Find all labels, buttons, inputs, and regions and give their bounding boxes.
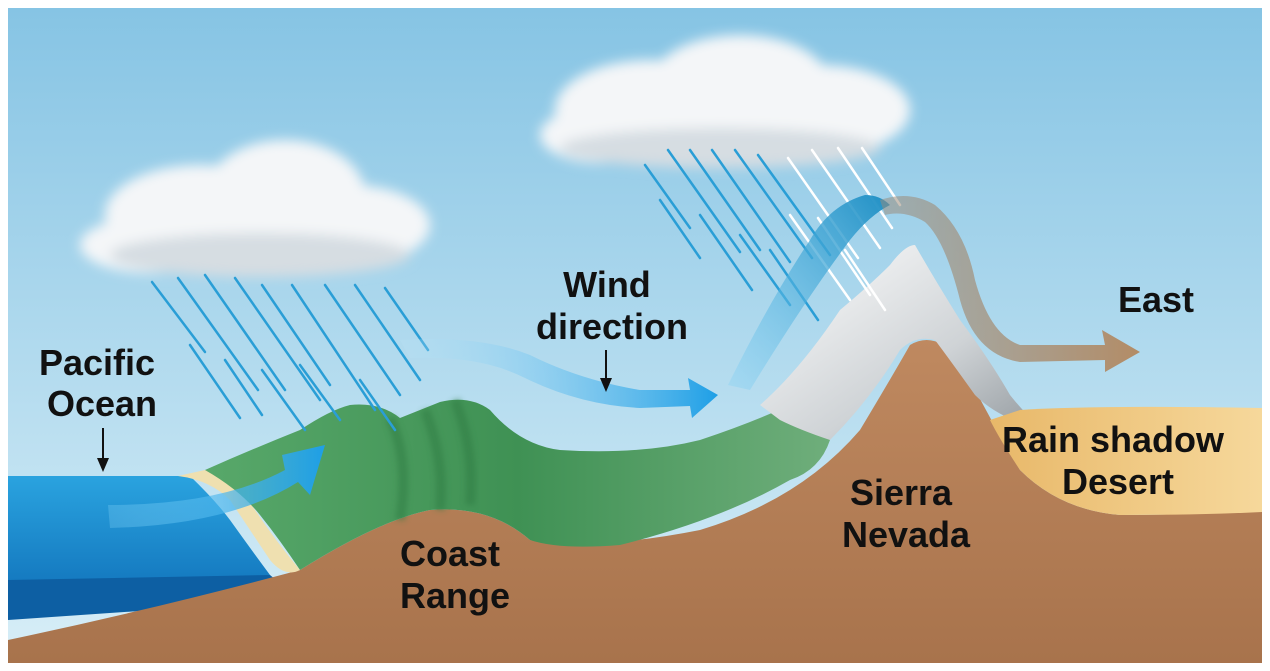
beach xyxy=(178,470,300,573)
coast-label-line1: Coast xyxy=(400,533,500,574)
pacific-label-line1: Pacific xyxy=(39,342,155,383)
coast-range-label: Coast Range xyxy=(400,533,510,616)
wind-direction-label: Wind direction xyxy=(536,264,688,347)
rain-shadow-desert-label: Rain shadow Desert xyxy=(1002,419,1234,502)
pacific-label-line2: Ocean xyxy=(47,383,157,424)
sierra-nevada-label: Sierra Nevada xyxy=(842,472,971,555)
ocean-wind-arrow xyxy=(108,445,325,528)
wind-label-line2: direction xyxy=(536,306,688,347)
right-cloud xyxy=(540,35,910,168)
wind-pointer-arrow xyxy=(600,350,612,392)
mountain-rain xyxy=(643,148,832,322)
dry-descending-wind-arrow xyxy=(880,196,1140,372)
coast-range-vegetation xyxy=(205,399,830,570)
sierra-snow xyxy=(760,245,1045,440)
ground-cross-section xyxy=(8,340,1262,663)
sierra-label-line1: Sierra xyxy=(850,472,953,513)
upslope-wind-arrow xyxy=(728,195,890,390)
ocean-deep xyxy=(8,575,300,620)
rain-shadow-label-line1: Rain shadow xyxy=(1002,419,1225,460)
inland-wind-arrow xyxy=(400,339,718,418)
coastal-rain xyxy=(150,273,430,432)
sierra-label-line2: Nevada xyxy=(842,514,971,555)
coast-label-line2: Range xyxy=(400,575,510,616)
rain-shadow-desert xyxy=(990,406,1262,515)
pacific-ocean-label: Pacific Ocean xyxy=(39,342,165,424)
left-cloud xyxy=(80,140,430,277)
east-label: East xyxy=(1118,279,1194,320)
pacific-pointer-arrow xyxy=(97,428,109,472)
wind-label-line1: Wind xyxy=(563,264,651,305)
rain-shadow-label-line2: Desert xyxy=(1062,461,1174,502)
